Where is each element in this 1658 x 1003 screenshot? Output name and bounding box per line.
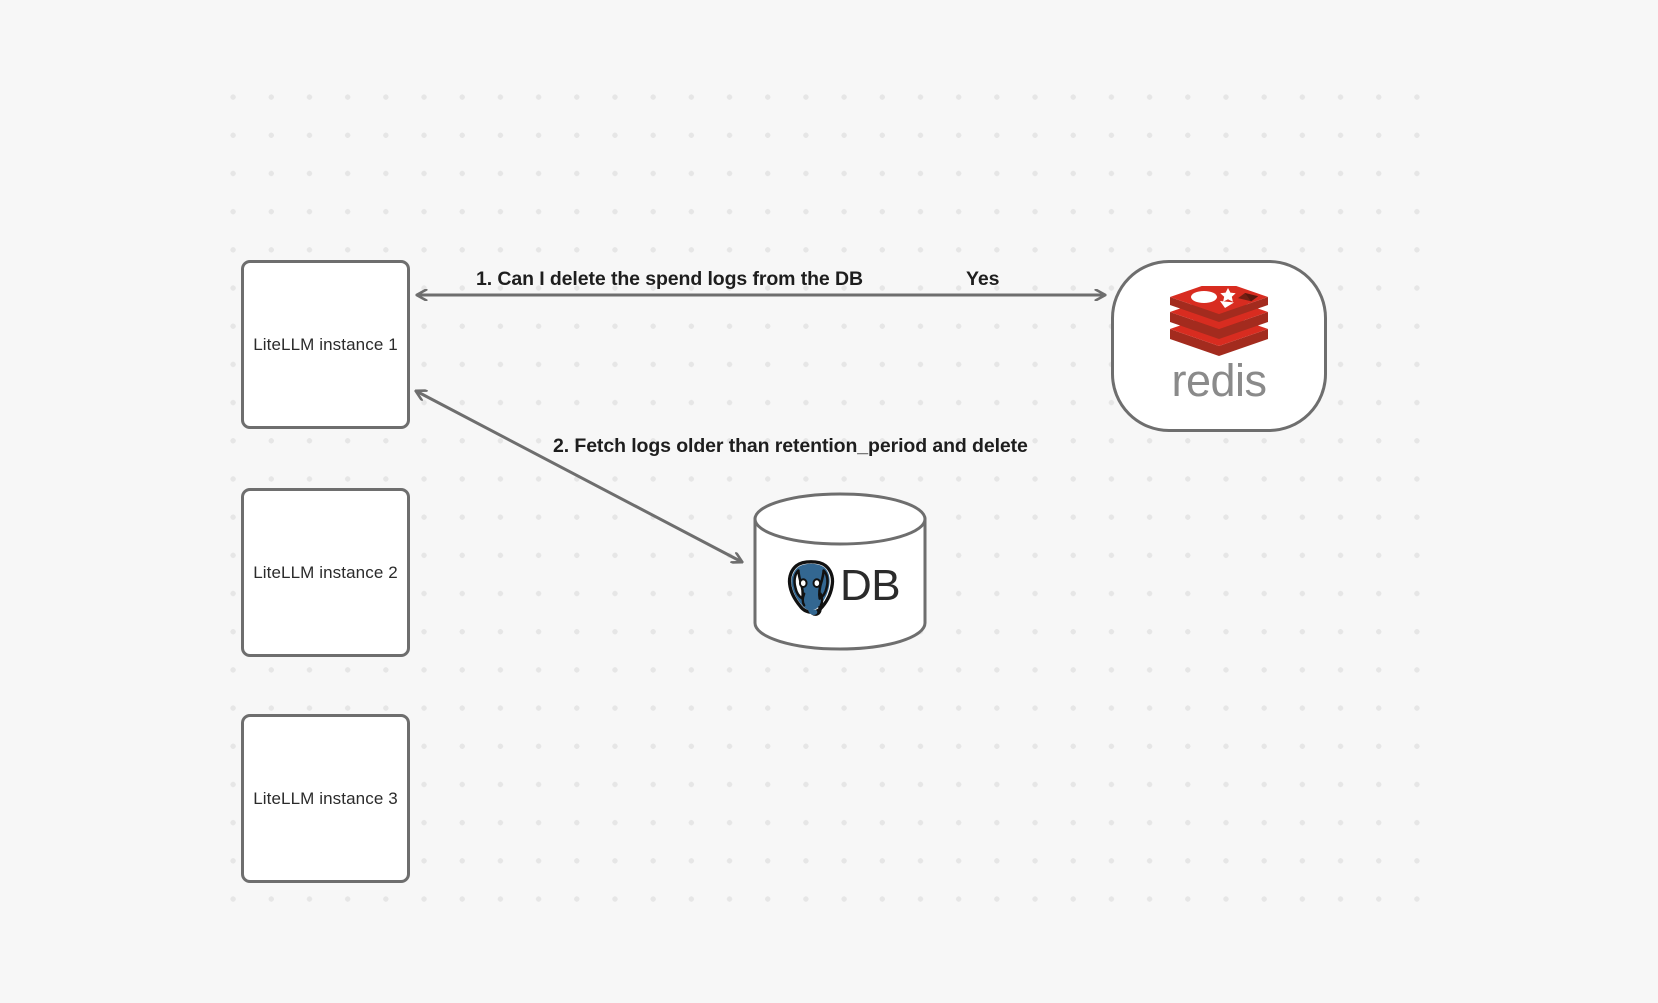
node-litellm-instance-2-label: LiteLLM instance 2 bbox=[253, 562, 398, 582]
database-badge: DB bbox=[752, 492, 928, 650]
redis-stack-icon bbox=[1170, 286, 1268, 356]
svg-text:redis: redis bbox=[1171, 360, 1266, 406]
node-litellm-instance-3[interactable]: LiteLLM instance 3 bbox=[241, 714, 410, 883]
postgresql-elephant-icon bbox=[787, 560, 835, 616]
node-redis[interactable]: redis bbox=[1111, 260, 1327, 432]
node-database[interactable]: DB bbox=[752, 492, 928, 651]
edge-label-step-1-answer: Yes bbox=[966, 268, 1000, 290]
redis-wordmark: redis bbox=[1171, 360, 1267, 406]
database-cylinder-shape bbox=[753, 492, 927, 651]
edge-litellm1-db bbox=[416, 391, 742, 562]
node-litellm-instance-1-label: LiteLLM instance 1 bbox=[253, 334, 398, 354]
edge-label-step-2: 2. Fetch logs older than retention_perio… bbox=[553, 435, 1028, 457]
node-litellm-instance-3-label: LiteLLM instance 3 bbox=[253, 788, 398, 808]
database-label: DB bbox=[839, 561, 901, 610]
edge-label-step-1: 1. Can I delete the spend logs from the … bbox=[476, 268, 863, 290]
node-litellm-instance-2[interactable]: LiteLLM instance 2 bbox=[241, 488, 410, 657]
node-litellm-instance-1[interactable]: LiteLLM instance 1 bbox=[241, 260, 410, 429]
